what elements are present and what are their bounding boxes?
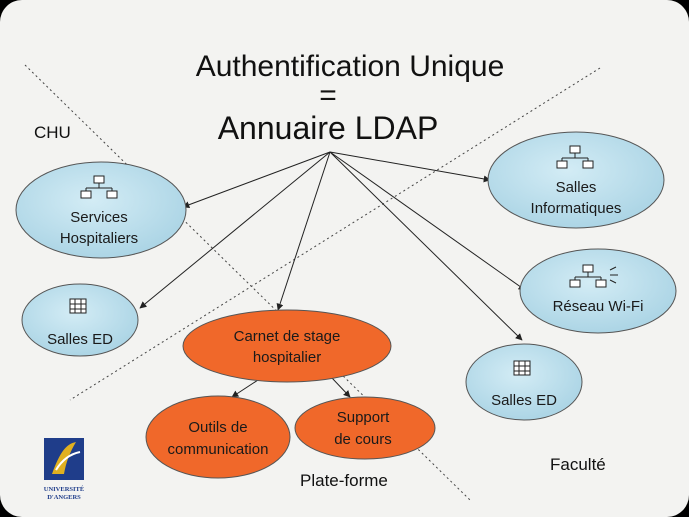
arrow-to-salles-ed-faculte: [329, 151, 523, 341]
node-salles-ed-faculte: Salles ED: [465, 343, 583, 421]
node-label-line-2: de cours: [334, 431, 392, 448]
node-label-line-2: Hospitaliers: [60, 230, 138, 247]
node-salles-ed-chu: Salles ED: [21, 283, 139, 357]
node-label-line-2: communication: [168, 441, 269, 458]
node-salles-informatiques: Salles Informatiques: [487, 131, 665, 229]
grid-icon: [69, 298, 87, 314]
node-label-line-2: Informatiques: [531, 200, 622, 217]
zone-label-faculte: Faculté: [550, 455, 606, 474]
logo-line-1: UNIVERSITÉ: [44, 485, 84, 493]
node-label-line-2: hospitalier: [253, 349, 321, 366]
node-reseau-wifi: Réseau Wi-Fi: [519, 248, 677, 334]
node-label-line-1: Salles ED: [47, 331, 113, 348]
wireless-network-icon: [569, 264, 618, 288]
node-label-line-1: Support: [337, 409, 390, 426]
node-label-line-1: Outils de: [188, 419, 247, 436]
node-support-de-cours: Support de cours: [294, 396, 436, 460]
node-label-line-1: Services: [70, 209, 128, 226]
node-carnet-de-stage: Carnet de stage hospitalier: [182, 309, 392, 383]
university-logo: UNIVERSITÉ D'ANGERS: [44, 438, 84, 501]
network-icon: [80, 175, 118, 199]
arrows: [139, 151, 526, 398]
network-icon: [556, 145, 594, 169]
node-label-line-1: Salles: [556, 179, 597, 196]
node-services-hospitaliers: Services Hospitaliers: [15, 161, 187, 259]
zone-label-chu: CHU: [34, 123, 71, 142]
title-line-1: Authentification Unique: [196, 50, 505, 83]
arrow-to-reseau-wifi: [329, 151, 526, 291]
node-label-line-1: Réseau Wi-Fi: [553, 298, 644, 315]
logo-line-2: D'ANGERS: [47, 494, 81, 501]
arrow-to-salles-informatiques: [329, 151, 491, 183]
arrow-to-salles-ed-chu: [139, 151, 331, 309]
separator-chu-plateforme: [24, 64, 471, 501]
zone-label-plateforme: Plate-forme: [300, 471, 388, 490]
zone-separators: [24, 64, 601, 501]
title-line-2: =: [319, 79, 337, 112]
arrow-to-outils-communication: [231, 379, 259, 398]
node-label-line-1: Salles ED: [491, 392, 557, 409]
title-line-3: Annuaire LDAP: [218, 110, 439, 146]
separator-faculte-plateforme: [69, 67, 601, 401]
arrow-to-carnet-de-stage: [276, 151, 331, 311]
node-label-line-1: Carnet de stage: [234, 328, 341, 345]
grid-icon: [513, 360, 531, 376]
arrow-to-services-hospitaliers: [182, 151, 331, 209]
title: Authentification Unique = Annuaire LDAP: [196, 50, 505, 146]
arrow-to-support-de-cours: [331, 377, 351, 398]
node-outils-communication: Outils de communication: [145, 395, 291, 479]
